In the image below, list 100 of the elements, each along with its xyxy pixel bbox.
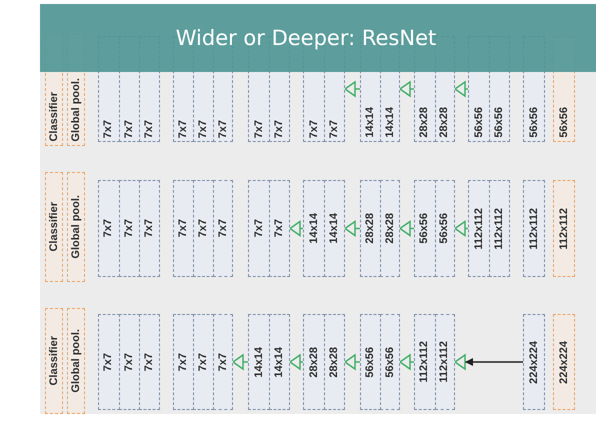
layer-box — [248, 314, 270, 410]
layer-label: Global pool. — [70, 329, 82, 393]
layer-label: 7x7 — [198, 352, 209, 372]
layer-label: 56x56 — [558, 107, 570, 138]
layer-label: 7x7 — [178, 120, 189, 138]
arrow — [344, 81, 360, 97]
layer-label: Global pool. — [70, 78, 82, 142]
layer-label: 112x112 — [494, 208, 505, 250]
layer-label: Classifier — [48, 202, 60, 252]
layer-label: 14x14 — [254, 346, 264, 378]
layer-box — [380, 314, 400, 410]
layer-box — [414, 180, 436, 277]
layer-label: 28x28 — [365, 213, 376, 244]
layer-label: 112x112 — [474, 208, 484, 250]
layer-label: 7x7 — [329, 120, 340, 138]
layer-box — [98, 180, 120, 277]
layer-box — [173, 314, 194, 410]
layer-box — [139, 314, 160, 410]
layer-label: Classifier — [48, 336, 60, 386]
layer-label: Global pool. — [70, 195, 82, 259]
layer-label: 7x7 — [274, 219, 285, 238]
layer-box — [324, 180, 345, 277]
layer-box — [67, 172, 85, 282]
layer-label: 7x7 — [198, 219, 209, 238]
layer-box — [45, 172, 63, 282]
layer-label: 28x28 — [419, 107, 430, 138]
layer-label: 14x14 — [274, 346, 285, 378]
layer-label: 7x7 — [103, 120, 114, 138]
layer-label: 56x56 — [474, 107, 484, 138]
layer-label: 7x7 — [254, 219, 264, 238]
layer-label: 7x7 — [218, 120, 228, 138]
layer-label: 56x56 — [384, 346, 396, 378]
layer-label: 28x28 — [308, 346, 320, 378]
layer-label: 14x14 — [308, 213, 320, 244]
layer-label: 7x7 — [124, 352, 135, 372]
layer-label: 224x224 — [558, 340, 570, 384]
arrow — [399, 354, 414, 370]
layer-box — [380, 180, 400, 277]
layer-box — [360, 180, 381, 277]
layer-label: 7x7 — [274, 120, 285, 138]
layer-box — [523, 314, 545, 410]
layer-box — [489, 180, 510, 277]
layer-label: 56x56 — [419, 213, 430, 244]
layer-box — [434, 180, 455, 277]
layer-label: 7x7 — [308, 120, 320, 138]
layer-box — [118, 314, 140, 410]
layer-box — [434, 314, 455, 410]
layer-box — [213, 314, 233, 410]
layer-box — [193, 314, 214, 410]
layer-label: 56x56 — [528, 107, 540, 138]
layer-label: 224x224 — [528, 340, 540, 384]
arrow — [454, 220, 468, 236]
layer-label: 56x56 — [439, 213, 450, 244]
layer-label: 28x28 — [384, 213, 396, 244]
layer-label: 7x7 — [144, 219, 156, 238]
layer-label: Classifier — [48, 92, 60, 142]
layer-box — [553, 180, 575, 277]
arrow — [399, 220, 414, 236]
layer-box — [173, 180, 194, 277]
layer-box — [67, 308, 85, 414]
arrow — [232, 354, 248, 370]
layer-label: 56x56 — [365, 346, 376, 378]
layer-label: 7x7 — [124, 120, 135, 138]
layer-box — [324, 314, 345, 410]
arrow — [289, 354, 303, 370]
layer-label: 28x28 — [439, 107, 450, 138]
layer-label: 112x112 — [528, 208, 540, 250]
layer-label: 7x7 — [144, 352, 156, 372]
arrow — [399, 81, 414, 97]
layer-box — [193, 180, 214, 277]
layer-label: 112x112 — [419, 341, 430, 383]
layer-box — [98, 314, 120, 410]
layer-box — [139, 180, 160, 277]
layer-label: 7x7 — [144, 120, 156, 138]
layer-label: 7x7 — [198, 120, 209, 138]
layer-label: 14x14 — [329, 213, 340, 244]
layer-box — [468, 180, 490, 277]
arrow — [344, 354, 360, 370]
layer-box — [248, 180, 270, 277]
layer-label: 14x14 — [384, 107, 396, 138]
layer-box — [303, 180, 325, 277]
layer-label: 7x7 — [178, 219, 189, 238]
arrow — [454, 354, 523, 370]
layer-label: 14x14 — [365, 107, 376, 138]
arrow — [289, 220, 303, 236]
arrow — [344, 220, 360, 236]
layer-box — [360, 314, 381, 410]
layer-box — [269, 180, 290, 277]
layer-label: 7x7 — [103, 219, 114, 238]
layer-label: 56x56 — [494, 107, 505, 138]
layer-box — [45, 308, 63, 414]
layer-label: 7x7 — [254, 120, 264, 138]
layer-box — [118, 180, 140, 277]
layer-label: 28x28 — [329, 346, 340, 378]
title: Wider or Deeper: ResNet — [176, 26, 436, 50]
layer-label: 7x7 — [124, 219, 135, 238]
arrow — [454, 81, 468, 97]
layer-label: 112x112 — [558, 208, 570, 250]
layer-box — [414, 314, 436, 410]
layer-label: 7x7 — [218, 219, 228, 238]
